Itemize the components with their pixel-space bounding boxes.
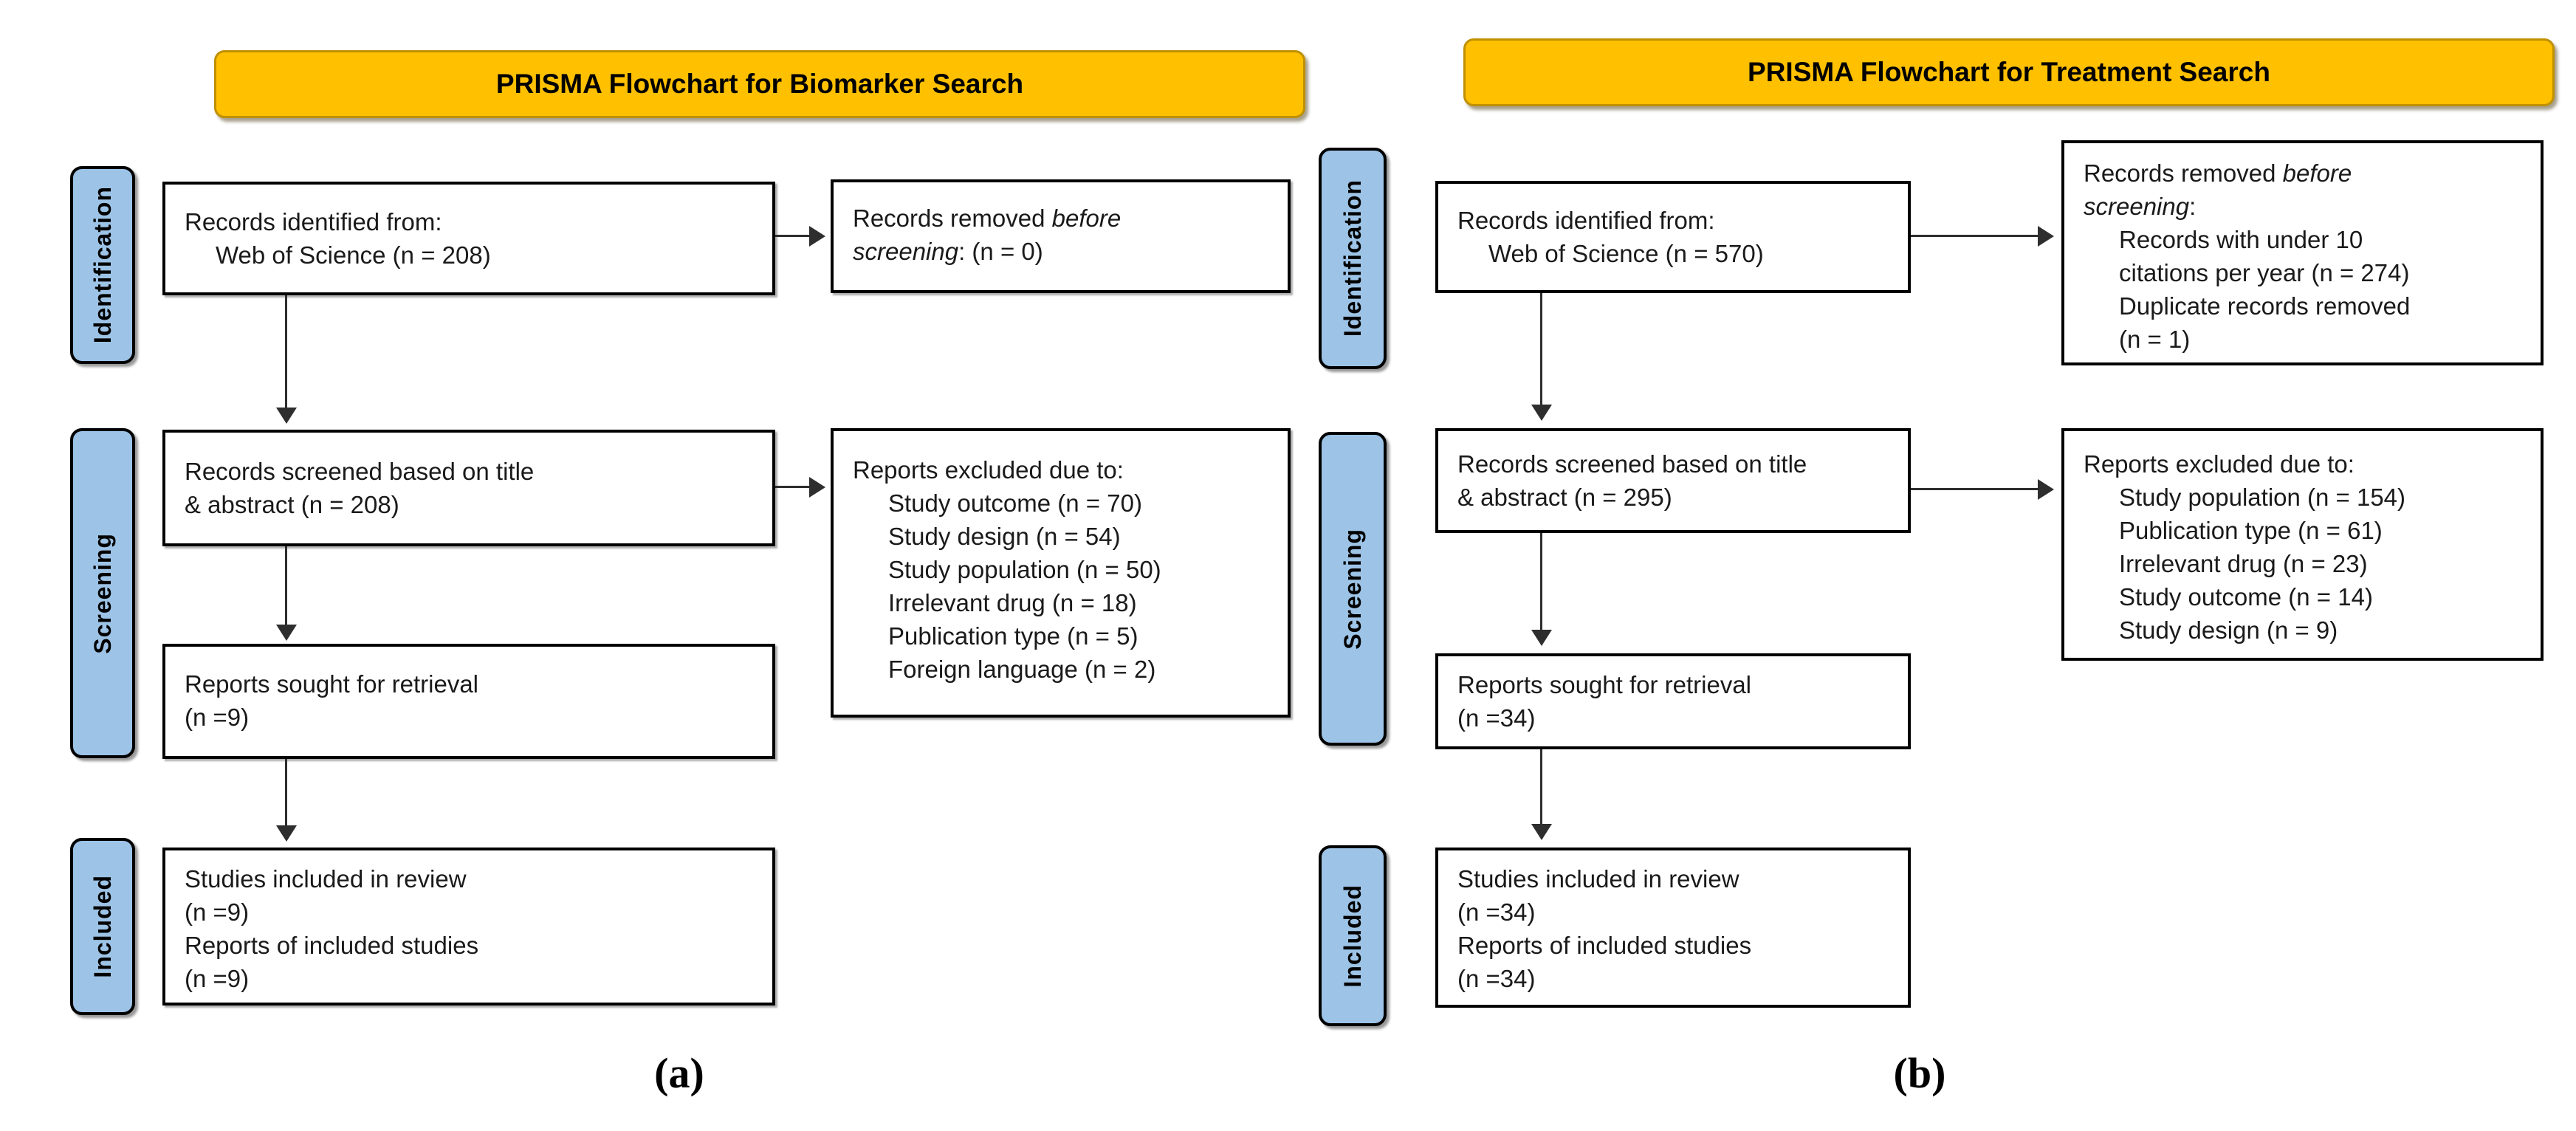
excluded-item: Study outcome (n = 70) xyxy=(888,489,1142,517)
arrow-head-down-icon xyxy=(276,825,297,842)
chart-b-stage-screening: Screening xyxy=(1319,432,1387,746)
box-line: Studies included in review xyxy=(185,865,467,893)
stage-label: Identification xyxy=(89,186,116,344)
box-line: Records screened based on title xyxy=(185,458,535,485)
stage-label: Identification xyxy=(1339,179,1366,337)
box-line: Duplicate records removed xyxy=(2119,292,2411,320)
chart-b-caption: (b) xyxy=(1893,1049,1946,1097)
flow-arrow-line xyxy=(285,759,287,827)
box-line: Web of Science (n = 570) xyxy=(1488,240,1764,267)
box-line: (n = 1) xyxy=(2119,326,2191,353)
stage-label: Screening xyxy=(89,532,116,654)
arrow-head-right-icon xyxy=(2038,226,2054,247)
arrow-head-down-icon xyxy=(1531,630,1552,646)
chart-a-box-excluded: Reports excluded due to: Study outcome (… xyxy=(831,428,1291,718)
box-line: (n =34) xyxy=(1457,965,1536,992)
flow-arrow-line xyxy=(285,295,287,408)
box-line: Reports of included studies xyxy=(1457,932,1752,959)
box-line: screening: (n = 0) xyxy=(853,238,1043,265)
chart-a-box-identified: Records identified from: Web of Science … xyxy=(162,182,775,295)
chart-b-title: PRISMA Flowchart for Treatment Search xyxy=(1748,57,2270,87)
excluded-item: Irrelevant drug (n = 23) xyxy=(2119,550,2368,577)
box-line: Reports excluded due to: xyxy=(853,456,1124,484)
flow-arrow-line xyxy=(1911,235,2039,237)
box-line: Records removed before xyxy=(853,204,1122,232)
box-line: Records identified from: xyxy=(1457,207,1715,234)
box-line: (n =34) xyxy=(1457,704,1536,732)
box-line: & abstract (n = 295) xyxy=(1457,484,1672,511)
box-line: Studies included in review xyxy=(1457,865,1739,893)
stage-label: Included xyxy=(89,875,116,978)
box-line: Reports excluded due to: xyxy=(2084,450,2355,478)
box-line: Reports sought for retrieval xyxy=(1457,671,1752,698)
excluded-item: Study population (n = 50) xyxy=(888,556,1161,583)
excluded-item: Study population (n = 154) xyxy=(2119,484,2406,511)
box-line: Reports sought for retrieval xyxy=(185,670,479,698)
chart-a-stage-included: Included xyxy=(70,838,135,1015)
box-line: Records identified from: xyxy=(185,208,442,236)
chart-a-box-records-removed: Records removed before screening: (n = 0… xyxy=(831,179,1291,293)
chart-b-box-excluded: Reports excluded due to: Study populatio… xyxy=(2061,428,2544,661)
chart-a-caption: (a) xyxy=(654,1049,704,1097)
chart-b-box-identified: Records identified from: Web of Science … xyxy=(1435,181,1911,293)
excluded-item: Publication type (n = 5) xyxy=(888,622,1138,650)
arrow-head-down-icon xyxy=(1531,824,1552,840)
flow-arrow-line xyxy=(1540,533,1542,631)
box-line: Records with under 10 xyxy=(2119,226,2363,253)
box-line: citations per year (n = 274) xyxy=(2119,259,2410,286)
excluded-item: Study design (n = 9) xyxy=(2119,616,2338,644)
arrow-head-right-icon xyxy=(2038,479,2054,500)
excluded-item: Irrelevant drug (n = 18) xyxy=(888,589,1137,616)
box-line: screening: xyxy=(2084,193,2197,220)
chart-a-title: PRISMA Flowchart for Biomarker Search xyxy=(495,69,1024,99)
chart-b-box-screened: Records screened based on title & abstra… xyxy=(1435,428,1911,533)
box-line: Web of Science (n = 208) xyxy=(216,241,491,269)
box-line: Records removed before xyxy=(2084,159,2352,187)
arrow-head-right-icon xyxy=(809,477,825,498)
chart-a-stage-identification: Identification xyxy=(70,166,135,364)
flow-arrow-line xyxy=(1911,488,2039,490)
chart-a-box-sought: Reports sought for retrieval (n =9) xyxy=(162,644,775,759)
stage-label: Screening xyxy=(1339,528,1366,650)
chart-b-box-records-removed: Records removed before screening: Record… xyxy=(2061,140,2544,365)
chart-a-box-screened: Records screened based on title & abstra… xyxy=(162,430,775,546)
box-line: (n =9) xyxy=(185,704,250,731)
chart-b-box-sought: Reports sought for retrieval (n =34) xyxy=(1435,653,1911,749)
stage-label: Included xyxy=(1339,884,1366,988)
chart-b-stage-identification: Identification xyxy=(1319,148,1387,369)
excluded-item: Study outcome (n = 14) xyxy=(2119,583,2373,611)
chart-b-title-banner: PRISMA Flowchart for Treatment Search xyxy=(1463,38,2555,106)
box-line: (n =9) xyxy=(185,965,250,992)
chart-b-box-included: Studies included in review (n =34) Repor… xyxy=(1435,848,1911,1008)
box-line: Records screened based on title xyxy=(1457,450,1807,478)
box-line: & abstract (n = 208) xyxy=(185,491,399,518)
box-line: Reports of included studies xyxy=(185,932,479,959)
chart-a-stage-screening: Screening xyxy=(70,428,135,758)
flow-arrow-line xyxy=(1540,293,1542,406)
chart-a-box-included: Studies included in review (n =9) Report… xyxy=(162,848,775,1005)
arrow-head-down-icon xyxy=(276,408,297,424)
chart-b-stage-included: Included xyxy=(1319,845,1387,1026)
box-line: (n =34) xyxy=(1457,898,1536,926)
box-line: (n =9) xyxy=(185,898,250,926)
excluded-item: Foreign language (n = 2) xyxy=(888,656,1156,683)
chart-a-title-banner: PRISMA Flowchart for Biomarker Search xyxy=(214,50,1305,118)
excluded-item: Study design (n = 54) xyxy=(888,523,1121,550)
flow-arrow-line xyxy=(775,486,811,488)
flow-arrow-line xyxy=(775,235,811,237)
flow-arrow-line xyxy=(285,546,287,626)
arrow-head-down-icon xyxy=(1531,405,1552,421)
flow-arrow-line xyxy=(1540,749,1542,825)
excluded-item: Publication type (n = 61) xyxy=(2119,517,2383,544)
arrow-head-down-icon xyxy=(276,625,297,641)
arrow-head-right-icon xyxy=(809,226,825,247)
